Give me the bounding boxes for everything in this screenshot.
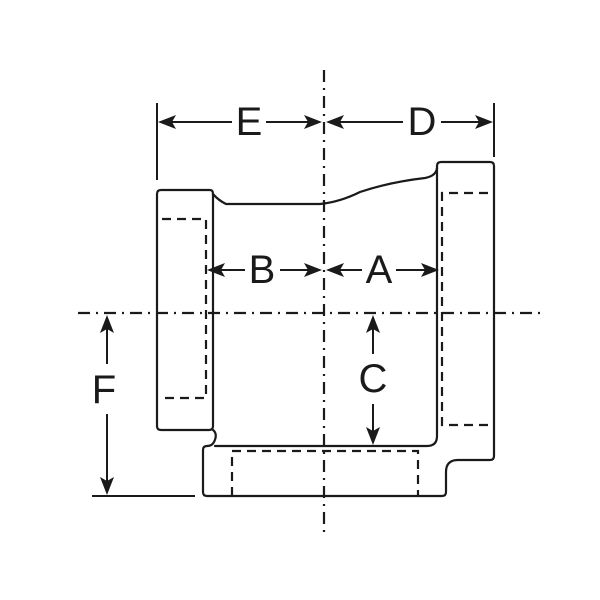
extension-lines (92, 103, 495, 497)
dimension-f: F (92, 315, 116, 495)
label-f: F (92, 368, 116, 412)
label-c: C (359, 357, 388, 401)
label-a: A (366, 248, 393, 292)
dimension-b: B (207, 248, 322, 292)
label-d: D (408, 100, 437, 144)
dimension-a: A (326, 248, 439, 292)
label-b: B (249, 248, 276, 292)
hidden-bore-lines (162, 191, 488, 496)
label-e: E (236, 100, 263, 144)
dimension-e: E (158, 100, 322, 144)
dimension-c: C (359, 315, 388, 445)
fitting-body-outline (155, 160, 496, 498)
dimension-d: D (326, 100, 493, 144)
